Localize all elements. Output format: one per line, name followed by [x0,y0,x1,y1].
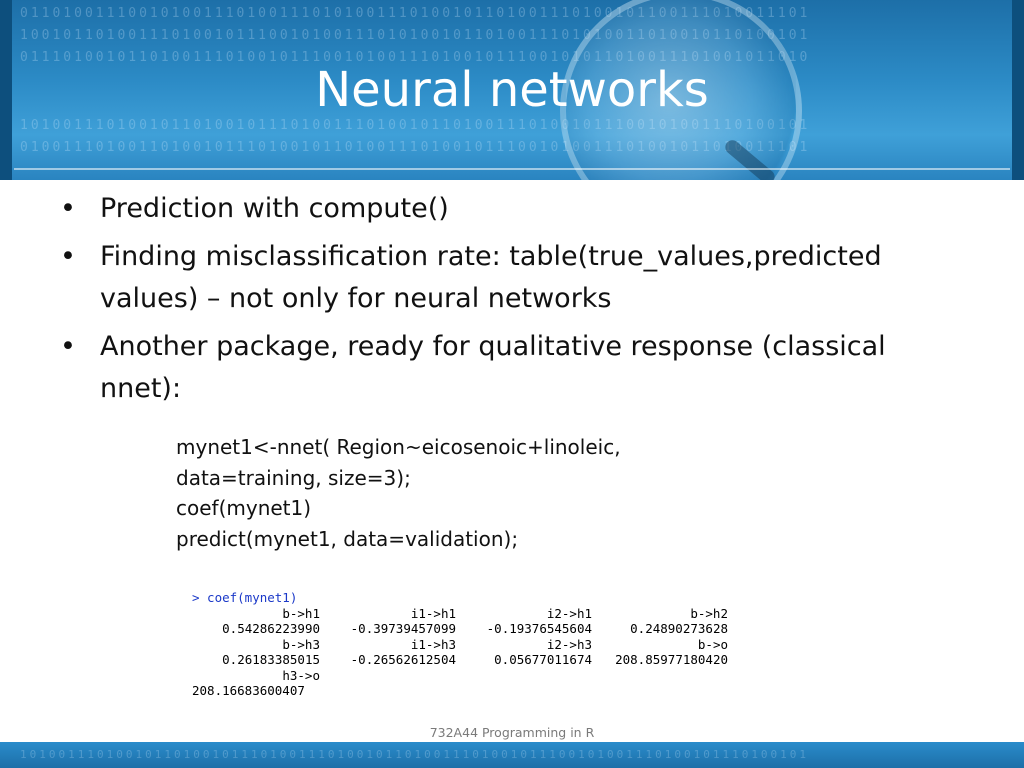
console-cell: -0.26562612504 [350,652,456,667]
console-cell: 0.24890273628 [630,621,728,636]
bullet-marker: • [60,331,76,362]
console-cell: 208.16683600407 [192,683,305,698]
console-cell: 208.85977180420 [615,652,728,667]
console-row: 0.26183385015 -0.26562612504 0.056770116… [192,652,752,668]
banner-edge-right [1012,0,1024,180]
console-row: b->h1 i1->h1 i2->h1 b->h2 [192,606,752,622]
code-line: data=training, size=3); [176,465,411,490]
console-cell: b->h2 [690,605,728,621]
console-row: 0.54286223990 -0.39739457099 -0.19376545… [192,621,752,637]
footer-course-label: 732A44 Programming in R [429,725,595,740]
console-cell: h3->o [282,667,320,683]
code-block: mynet1<-nnet( Region~eicosenoic+linoleic… [176,432,621,554]
console-cell: i2->h1 [546,605,592,621]
console-prompt: > coef(mynet1) [192,590,298,605]
bullet-item: • Finding misclassification rate: table(… [60,236,940,320]
console-cell: i2->h3 [546,636,592,652]
code-line: mynet1<-nnet( Region~eicosenoic+linoleic… [176,435,621,459]
bullet-text: Another package, ready for qualitative r… [100,331,886,404]
bullet-marker: • [60,241,76,272]
bullet-item: • Prediction with compute() [60,188,940,230]
header-divider [14,168,1010,170]
binary-pattern: 1010011101001011010010111010011101001011… [20,748,810,761]
console-cell: i1->h3 [410,636,456,652]
magnifying-glass-icon [560,0,802,180]
console-cell: b->h1 [282,605,320,621]
banner-edge-left [0,0,12,180]
bullet-item: • Another package, ready for qualitative… [60,326,940,410]
bullet-text: Prediction with compute() [100,193,449,224]
console-row: 208.16683600407 [192,683,752,699]
console-cell: 0.54286223990 [222,621,320,636]
bullet-text: Finding misclassification rate: table(tr… [100,241,882,314]
binary-pattern: 0110100111001010011101001110101001110100… [20,6,811,21]
bullet-list: • Prediction with compute() • Finding mi… [60,188,940,416]
console-row: b->h3 i1->h3 i2->h3 b->o [192,637,752,653]
console-row: h3->o [192,668,752,684]
console-cell: -0.39739457099 [350,621,456,636]
binary-pattern: 0100111010011010010111010010110100111010… [20,140,811,155]
console-cell: b->h3 [282,636,320,652]
binary-pattern: 1001011010011101001011100101001110101001… [20,28,811,43]
code-line: coef(mynet1) [176,496,312,520]
header-banner: 0110100111001010011101001110101001110100… [0,0,1024,180]
console-cell: i1->h1 [410,605,456,621]
console-cell: b->o [697,636,728,652]
console-cell: 0.26183385015 [222,652,320,667]
footer-bar: 1010011101001011010010111010011101001011… [0,742,1024,768]
console-cell: 0.05677011674 [494,652,592,667]
slide-title: Neural networks [315,62,709,118]
console-cell: -0.19376545604 [486,621,592,636]
binary-pattern: 1010011101001011010010111010011101001011… [20,118,811,133]
bullet-marker: • [60,193,76,224]
r-console-output: > coef(mynet1) b->h1 i1->h1 i2->h1 b->h2… [192,590,752,699]
code-line: predict(mynet1, data=validation); [176,526,519,551]
